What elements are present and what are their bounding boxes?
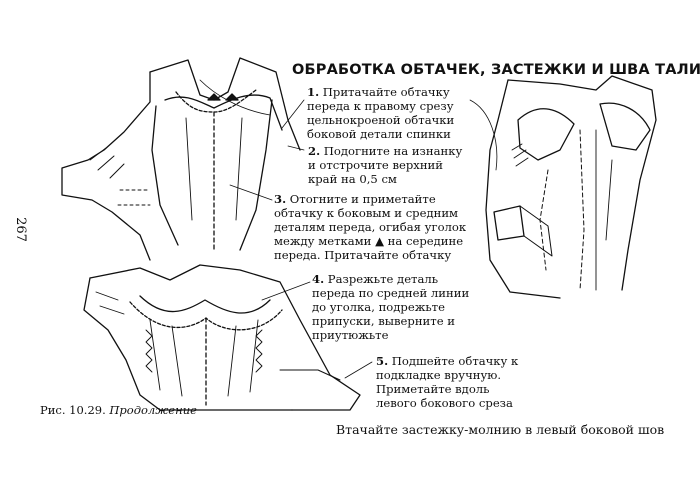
step-5-line-2: подкладке вручную. (376, 368, 502, 382)
step-5-line-1: Подшейте обтачку к (391, 354, 519, 368)
section-title: ОБРАБОТКА ОБТАЧЕК, ЗАСТЕЖКИ И ШВА ТАЛИИ (292, 62, 700, 78)
step-3-line-1: Отогните и приметайте (289, 192, 436, 206)
figure-caption: Рис. 10.29. Продолжение (40, 403, 197, 417)
step-5-number: 5. (376, 354, 389, 368)
zipper-instruction: Втачайте застежку-молнию в левый боковой… (336, 422, 665, 437)
step-2: 2. Подогните на изнанку и отстрочите вер… (308, 144, 462, 186)
bodice-front-facing-illustration (61, 57, 301, 261)
step-3-line-3: деталям переда, огибая уголок (274, 220, 467, 234)
figure-caption-label: Рис. 10.29. (40, 403, 106, 417)
step-4-line-4: припуски, выверните и (312, 314, 455, 328)
step-3-line-5: переда. Притачайте обтачку (274, 248, 452, 262)
step-4-line-3: до уголка, подрежьте (312, 300, 445, 314)
step-3-line-4: между метками ▲ на середине (274, 234, 464, 248)
step-5-line-3: Приметайте вдоль (376, 382, 490, 396)
step-1: 1. Притачайте обтачку переда к правому с… (307, 85, 454, 141)
bodice-turned-facing-illustration (83, 264, 361, 411)
step-2-line-2: и отстрочите верхний (308, 158, 443, 172)
bodice-side-zipper-illustration (469, 75, 657, 299)
step-2-line-3: край на 0,5 см (308, 172, 397, 186)
step-1-line-1: Притачайте обтачку (322, 85, 450, 99)
page-number: 267 (12, 217, 28, 242)
step-4-line-5: приутюжьте (312, 328, 389, 342)
figure-caption-continued: Продолжение (109, 403, 197, 417)
step-5-line-4: левого бокового среза (376, 396, 513, 410)
step-3-number: 3. (274, 192, 287, 206)
step-1-number: 1. (307, 85, 320, 99)
step-3-line-2: обтачку к боковым и средним (274, 206, 459, 220)
step-1-line-2: переда к правому срезу (307, 99, 454, 113)
step-5: 5. Подшейте обтачку к подкладке вручную.… (376, 354, 518, 410)
step-2-number: 2. (308, 144, 321, 158)
step-4-number: 4. (312, 272, 325, 286)
step-3: 3. Отогните и приметайте обтачку к боков… (274, 192, 466, 262)
step-1-line-3: цельнокроеной обтачки (307, 113, 455, 127)
step-4-line-1: Разрежьте деталь (327, 272, 439, 286)
step-1-line-4: боковой детали спинки (307, 127, 451, 141)
step-2-line-1: Подогните на изнанку (323, 144, 463, 158)
step-4: 4. Разрежьте деталь переда по средней ли… (312, 272, 469, 342)
step-4-line-2: переда по средней линии (312, 286, 470, 300)
